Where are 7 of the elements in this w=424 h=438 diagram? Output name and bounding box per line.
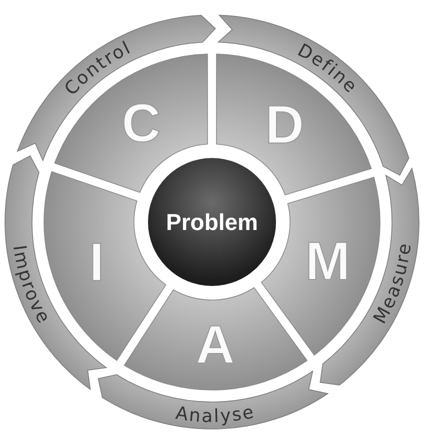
stage-label: Analyse (174, 402, 257, 428)
stage-letter: M (305, 232, 350, 292)
stage-letter: C (122, 94, 161, 154)
stage-letter: I (89, 232, 104, 293)
center-label: Problem (166, 209, 258, 235)
stage-letter: A (196, 314, 235, 375)
stage-letter: D (265, 94, 304, 155)
